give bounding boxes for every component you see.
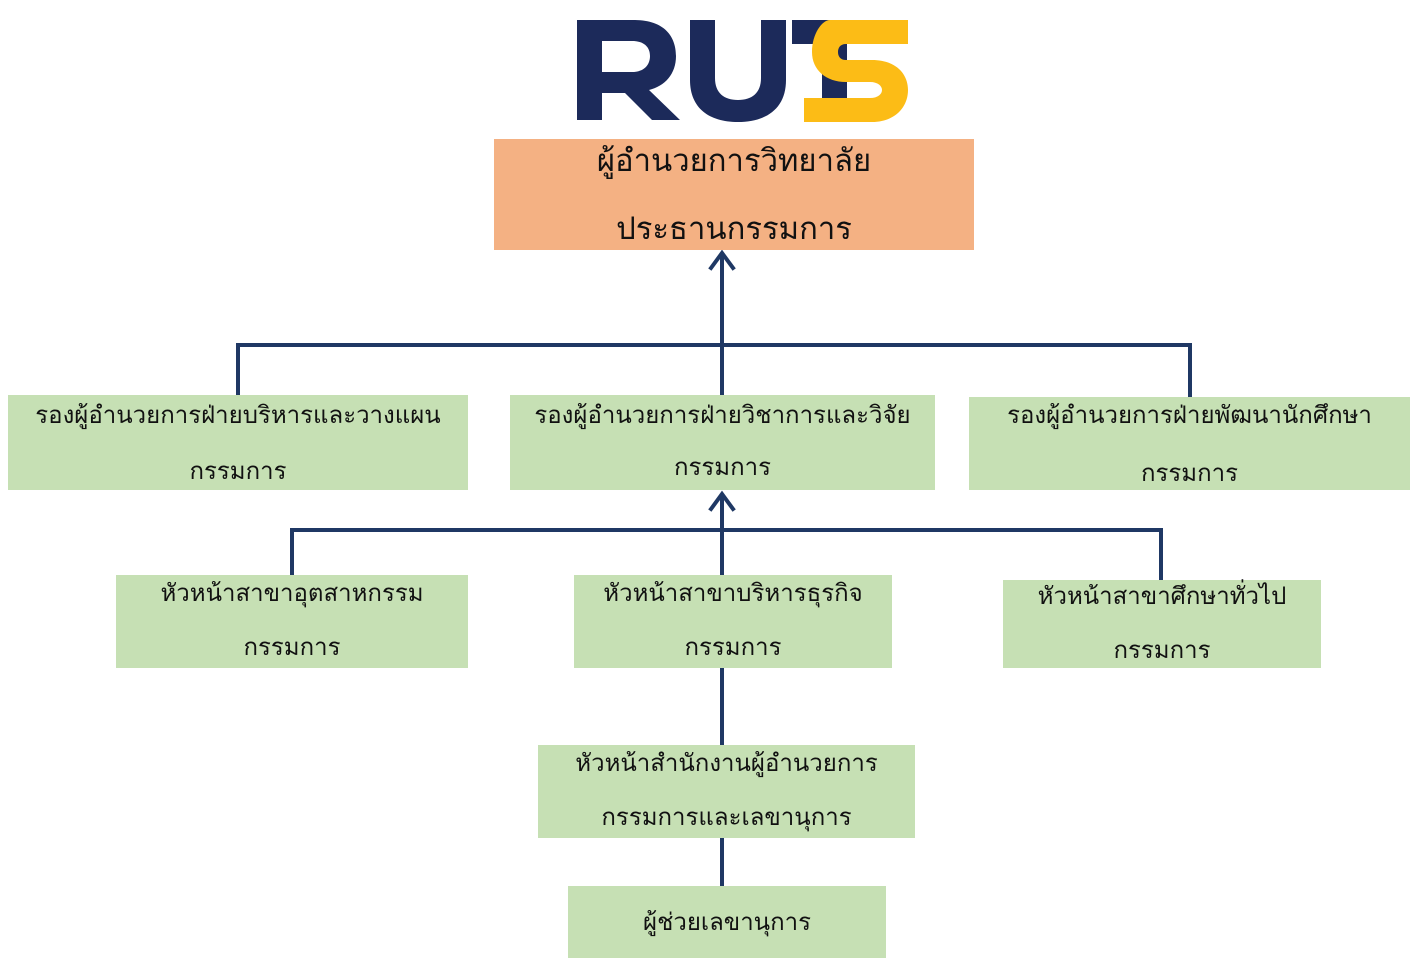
head-business-role: กรรมการ — [684, 633, 782, 661]
director-box: ผู้อำนวยการวิทยาลัย ประธานกรรมการ — [494, 139, 974, 250]
assistant-title: ผู้ช่วยเลขานุการ — [643, 908, 811, 936]
head-box-general: หัวหน้าสาขาศึกษาทั่วไป กรรมการ — [1003, 580, 1321, 668]
deputy-student-role: กรรมการ — [1140, 459, 1239, 487]
ruts-logo — [577, 20, 908, 122]
head-box-business: หัวหน้าสาขาบริหารธุรกิจ กรรมการ — [574, 575, 892, 668]
deputy-academic-title: รองผู้อำนวยการฝ่ายวิชาการและวิจัย — [534, 401, 911, 429]
head-general-role: กรรมการ — [1113, 636, 1211, 664]
ruts-logo-mark — [577, 20, 908, 122]
head-industry-title: หัวหน้าสาขาอุตสาหกรรม — [160, 579, 424, 607]
connector-deputies-bus — [236, 343, 1192, 397]
assistant-box: ผู้ช่วยเลขานุการ — [568, 886, 886, 958]
deputy-box-academic: รองผู้อำนวยการฝ่ายวิชาการและวิจัย กรรมกา… — [510, 395, 935, 490]
deputy-student-title: รองผู้อำนวยการฝ่ายพัฒนานักศึกษา — [1007, 401, 1372, 429]
deputy-box-admin: รองผู้อำนวยการฝ่ายบริหารและวางแผน กรรมกา… — [8, 395, 468, 490]
director-role: ประธานกรรมการ — [616, 211, 852, 247]
arrow-to-director — [708, 249, 736, 271]
connector-heads-bus — [290, 528, 1163, 582]
head-general-title: หัวหน้าสาขาศึกษาทั่วไป — [1037, 582, 1287, 610]
deputy-academic-role: กรรมการ — [673, 453, 772, 481]
deputy-admin-title: รองผู้อำนวยการฝ่ายบริหารและวางแผน — [35, 401, 441, 429]
office-head-title: หัวหน้าสำนักงานผู้อำนวยการ — [575, 749, 878, 777]
head-box-industry: หัวหน้าสาขาอุตสาหกรรม กรรมการ — [116, 575, 468, 668]
office-head-role: กรรมการและเลขานุการ — [601, 803, 852, 831]
head-industry-role: กรรมการ — [243, 633, 341, 661]
head-business-title: หัวหน้าสาขาบริหารธุรกิจ — [603, 579, 863, 607]
arrow-to-deputy — [708, 490, 736, 512]
office-head-box: หัวหน้าสำนักงานผู้อำนวยการ กรรมการและเลข… — [538, 745, 915, 838]
director-title: ผู้อำนวยการวิทยาลัย — [596, 143, 872, 179]
deputy-admin-role: กรรมการ — [189, 457, 287, 485]
deputy-box-student: รองผู้อำนวยการฝ่ายพัฒนานักศึกษา กรรมการ — [969, 397, 1410, 490]
